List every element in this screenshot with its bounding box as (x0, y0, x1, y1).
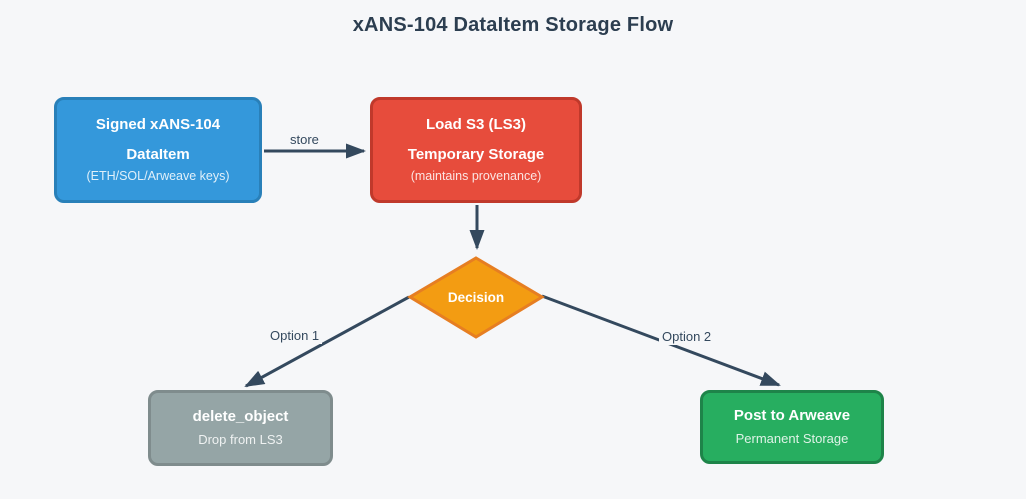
node-load-s3: Load S3 (LS3) Temporary Storage (maintai… (370, 97, 582, 203)
node-subtitle: (maintains provenance) (410, 168, 542, 183)
node-title-line: delete_object (192, 408, 289, 426)
diagram-title: xANS-104 DataItem Storage Flow (352, 14, 674, 36)
node-title-line: Temporary Storage (407, 145, 545, 163)
node-subtitle: (ETH/SOL/Arweave keys) (86, 168, 230, 183)
edge-option1-arrow (244, 295, 410, 388)
node-title-line: Signed xANS-104 (95, 116, 221, 134)
node-title-line: Load S3 (LS3) (425, 116, 526, 134)
edge-label-option1: Option 1 (267, 328, 323, 345)
node-title-line: DataItem (126, 145, 190, 163)
node-subtitle: Permanent Storage (735, 431, 849, 447)
decision-node-label: Decision (447, 290, 505, 305)
edge-label-store: store (287, 132, 322, 149)
node-subtitle: Drop from LS3 (198, 432, 283, 448)
node-post-to-arweave: Post to Arweave Permanent Storage (700, 390, 884, 464)
edge-label-option2: Option 2 (659, 329, 715, 346)
node-signed-dataitem: Signed xANS-104 DataItem (ETH/SOL/Arweav… (54, 97, 262, 203)
node-title-line: Post to Arweave (733, 407, 851, 425)
node-delete-object: delete_object Drop from LS3 (148, 390, 333, 466)
decision-diamond-shape (407, 256, 545, 339)
